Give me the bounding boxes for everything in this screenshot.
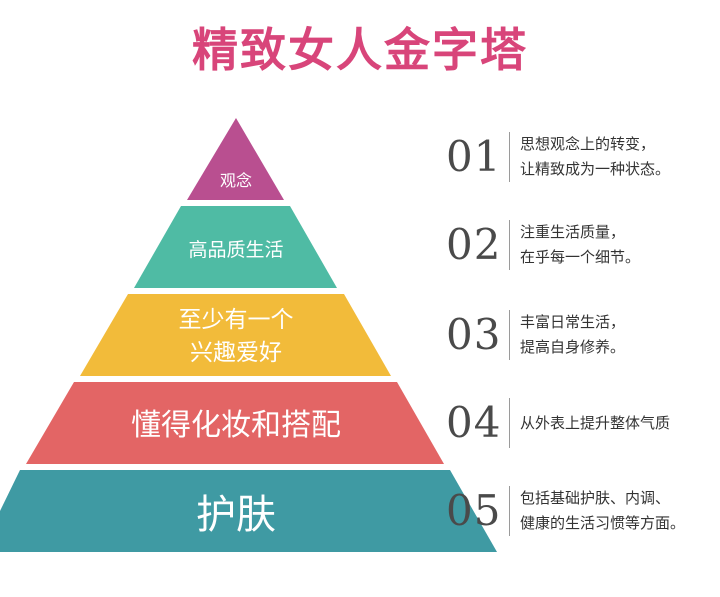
pyramid-tier-5 [0,470,497,552]
step-description: 丰富日常生活， 提高自身修养。 [520,306,716,364]
step-number: 02 [446,220,502,269]
pyramid-tier-1 [187,118,284,200]
tier-2-label: 高品质生活 [188,239,283,261]
tier-3-label-line1: 至少有一个 [179,307,294,333]
description-row-5: 05 包括基础护肤、内调、 健康的生活习惯等方面。 [446,476,716,546]
pyramid-tier-4 [26,382,444,464]
description-row-2: 02 注重生活质量， 在乎每一个细节。 [446,210,716,280]
step-description-line: 注重生活质量， [520,223,626,241]
step-description-line: 从外表上提升整体气质 [520,413,671,432]
divider [509,486,510,536]
divider [509,310,510,360]
tier-5-label: 护肤 [196,492,276,538]
description-row-1: 01 思想观念上的转变， 让精致成为一种状态。 [446,122,716,192]
step-description: 思想观念上的转变， 让精致成为一种状态。 [520,128,716,186]
tier-3-label-line2: 兴趣爱好 [190,340,282,366]
tier-1-label: 观念 [220,171,252,190]
step-description-line: 健康的生活习惯等方面。 [520,514,686,532]
step-description: 从外表上提升整体气质 [520,394,716,452]
divider [509,398,510,448]
step-number: 05 [446,486,502,535]
description-row-4: 04 从外表上提升整体气质 [446,388,716,458]
step-number: 03 [446,310,502,359]
divider [509,132,510,182]
pyramid-tier-2 [134,206,337,288]
step-description-line: 让精致成为一种状态。 [520,160,671,178]
page-title: 精致女人金字塔 [192,23,528,77]
step-description-line: 丰富日常生活， [520,313,626,331]
step-description-line: 思想观念上的转变， [520,135,656,153]
description-row-3: 03 丰富日常生活， 提高自身修养。 [446,300,716,370]
step-number: 01 [446,132,502,181]
step-number: 04 [446,398,502,447]
tier-4-label: 懂得化妆和搭配 [131,408,341,443]
pyramid-tier-3 [80,294,391,376]
step-description-line: 提高自身修养。 [520,338,626,356]
divider [509,220,510,270]
step-description: 包括基础护肤、内调、 健康的生活习惯等方面。 [520,482,716,540]
step-description: 注重生活质量， 在乎每一个细节。 [520,216,716,274]
step-description-line: 在乎每一个细节。 [520,248,641,266]
step-description-line: 包括基础护肤、内调、 [520,489,671,507]
